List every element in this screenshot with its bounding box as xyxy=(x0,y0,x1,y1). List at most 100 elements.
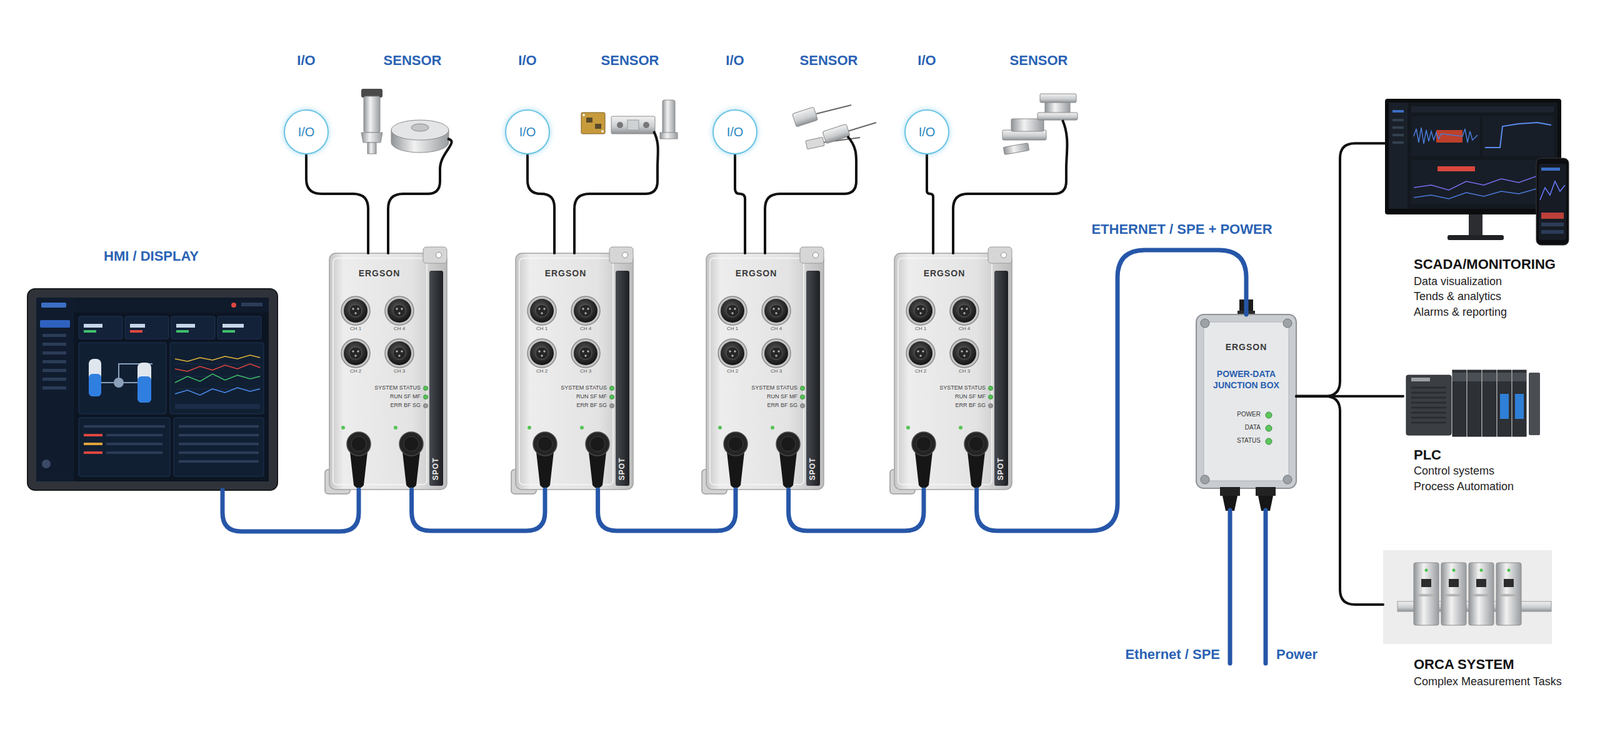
spot-module-housing xyxy=(890,246,1012,494)
scada-monitor xyxy=(1392,110,1404,113)
board-and-beam-load-cell xyxy=(660,132,678,139)
load-cell-mounts xyxy=(1003,143,1029,155)
pressure-and-disc-load-cell xyxy=(440,138,452,169)
signal-wire xyxy=(527,154,555,254)
board-and-beam-load-cell xyxy=(601,130,604,133)
status-label: ERR BF SG xyxy=(766,401,798,409)
orca-modules xyxy=(1441,562,1467,625)
spot-module: ERGSONCH 1CH 4CH 2CH 3SYSTEM STATUSRUN S… xyxy=(894,253,1012,490)
plc-system: PLCControl systemsProcess Automation xyxy=(1403,365,1575,500)
hmi-screen xyxy=(231,302,237,308)
sensor-node: SENSOR xyxy=(561,52,699,169)
channel-label: CH 1 xyxy=(536,325,548,332)
brand-label: ERGSON xyxy=(545,268,587,279)
junction-box-housing xyxy=(1196,299,1297,511)
board-and-beam-load-cell xyxy=(662,100,675,138)
plc-rack xyxy=(1482,372,1497,382)
supply-cables xyxy=(1263,510,1269,664)
hmi-screen xyxy=(175,373,260,383)
scada-monitor xyxy=(1411,106,1554,113)
channel-label: CH 2 xyxy=(915,368,927,374)
junction-box-housing xyxy=(1255,486,1276,496)
hmi-screen xyxy=(88,373,102,397)
hmi-screen xyxy=(27,288,278,490)
status-label: POWER xyxy=(1236,410,1261,419)
load-cell-mounts xyxy=(1037,112,1078,120)
board-and-beam-load-cell xyxy=(581,112,605,134)
caption-text: Alarms & reporting xyxy=(1413,305,1507,319)
heading: I/O xyxy=(917,52,936,69)
io-label: I/O xyxy=(918,125,936,140)
hmi-screen xyxy=(73,297,269,313)
plc-rack xyxy=(1515,393,1524,419)
junction-box-housing xyxy=(1265,411,1272,419)
hmi-screen xyxy=(36,297,74,482)
pressure-and-disc-load-cell xyxy=(363,96,380,133)
hmi-screen xyxy=(27,288,278,490)
plc-rack xyxy=(1406,375,1452,435)
plc-rack xyxy=(1467,372,1482,382)
io-node: I/O I/O xyxy=(895,52,959,155)
io-circle: I/O xyxy=(283,109,329,155)
io-node: I/O I/O xyxy=(496,52,559,155)
hmi-screen xyxy=(222,330,235,333)
heading: SENSOR xyxy=(383,52,442,69)
heading: I/O xyxy=(518,52,537,69)
caption-heading: SCADA/MONITORING xyxy=(1413,256,1556,272)
scada-monitor xyxy=(1482,116,1554,157)
channel-label: CH 4 xyxy=(770,325,782,332)
caption-heading: PLC xyxy=(1413,446,1442,463)
junction-box-housing xyxy=(1220,486,1240,496)
caption-heading: ORCA SYSTEM xyxy=(1413,656,1515,672)
hmi-screen xyxy=(178,451,259,454)
status-label: SYSTEM STATUS xyxy=(374,384,421,391)
phone xyxy=(1541,230,1564,234)
board-and-beam-load-cell xyxy=(616,121,624,129)
pressure-and-disc-load-cell xyxy=(411,123,429,132)
hmi-screen xyxy=(175,387,260,395)
heading: HMI / DISPLAY xyxy=(103,248,199,264)
scada-monitor xyxy=(1413,176,1552,190)
cable-label: Power xyxy=(1276,646,1318,662)
board-and-beam-load-cell xyxy=(582,113,585,117)
hmi-screen xyxy=(217,316,262,339)
caption-text: Control systems xyxy=(1413,464,1495,478)
io-node: I/OI/O xyxy=(703,52,767,155)
channel-label: CH 3 xyxy=(958,368,970,374)
io-circle: I/O xyxy=(904,109,950,155)
status-label: DATA xyxy=(1245,423,1261,432)
plc-rack xyxy=(1411,377,1430,382)
junction-box-housing xyxy=(1200,475,1210,484)
module-name: SPOT xyxy=(996,457,1006,481)
brand-label: ERGSON xyxy=(735,268,778,279)
junction-box: ERGSONPOWER-DATA JUNCTION BOXPOWERDATAST… xyxy=(1196,314,1297,489)
spot-module: ERGSONCH 1CH 4CH 2CH 3SYSTEM STATUSRUN S… xyxy=(706,253,824,490)
plc-rack xyxy=(1512,372,1527,382)
hmi-screen xyxy=(88,358,102,397)
brand-label: ERGSON xyxy=(358,268,401,279)
scada-monitor xyxy=(1413,127,1478,144)
spot-module: ERGSONCH 1CH 4CH 2CH 3SYSTEM STATUSRUN S… xyxy=(329,253,447,490)
signal-wire xyxy=(388,168,440,254)
hmi-screen xyxy=(170,342,264,414)
signal-wire xyxy=(306,154,369,254)
status-label: ERR BF SG xyxy=(955,401,986,409)
io-label: I/O xyxy=(519,125,537,140)
plc-rack xyxy=(1482,370,1497,437)
status-label: ERR BF SG xyxy=(390,401,421,409)
signal-wire xyxy=(1296,143,1385,396)
plc-rack xyxy=(1411,387,1447,423)
load-cell-mounts xyxy=(1045,102,1070,114)
scada-monitor xyxy=(1447,235,1504,240)
ethernet-cable xyxy=(788,489,924,531)
orca-modules xyxy=(1468,562,1494,625)
supply-cables xyxy=(1228,510,1233,664)
status-label: RUN SF MF xyxy=(576,393,607,400)
io-node: I/OI/O xyxy=(275,52,338,155)
phone xyxy=(1541,167,1560,171)
scada-monitor xyxy=(1413,188,1552,199)
pressure-and-disc-load-cell xyxy=(361,132,383,143)
channel-label: CH 3 xyxy=(393,368,405,374)
hmi-screen xyxy=(176,323,195,328)
